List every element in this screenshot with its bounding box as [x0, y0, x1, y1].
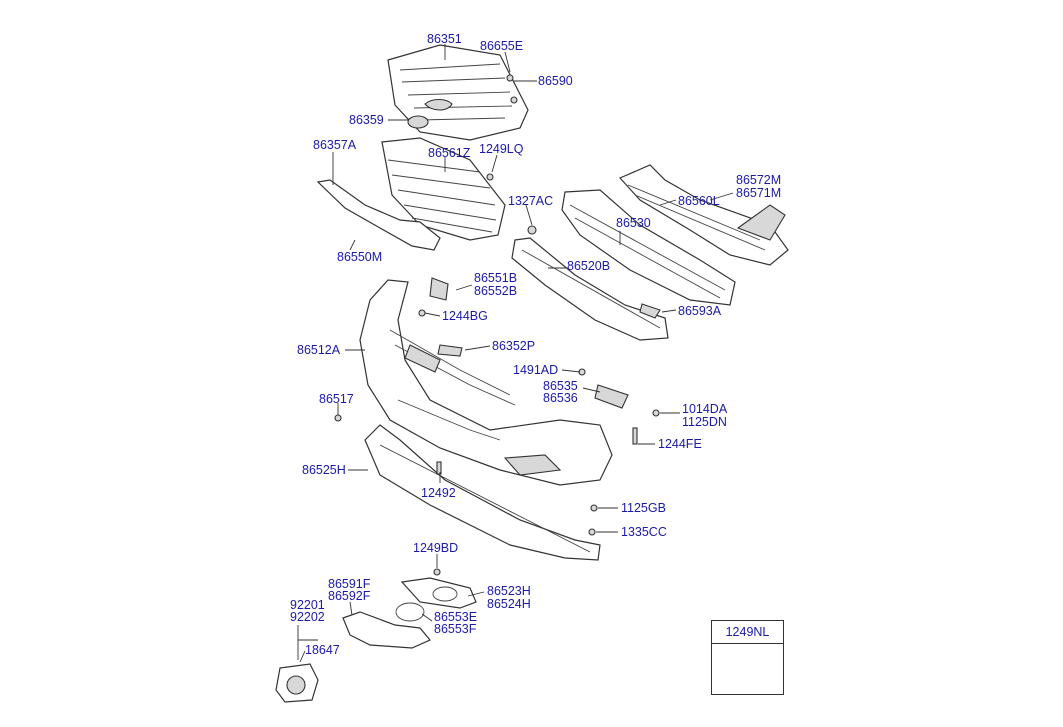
label-86571M: 86571M: [736, 186, 782, 200]
label-86359: 86359: [349, 113, 384, 127]
legend-title: 1249NL: [712, 621, 783, 644]
label-86560L: 86560L: [678, 194, 720, 208]
label-1249BD: 1249BD: [413, 541, 459, 555]
radiator-grille: [381, 137, 506, 241]
leader-lines: [297, 44, 734, 663]
label-86536: 86536: [543, 391, 578, 405]
legend-box: 1249NL: [711, 620, 784, 695]
fog-lamp-housing: [400, 577, 477, 609]
label-1125DN: 1125DN: [682, 415, 727, 429]
fog-lamp-assembly: [275, 663, 319, 703]
label-86553F: 86553F: [434, 622, 477, 636]
label-86590: 86590: [538, 74, 573, 88]
label-86550M: 86550M: [337, 250, 383, 264]
label-86525H: 86525H: [302, 463, 346, 477]
label-1244BG: 1244BG: [442, 309, 488, 323]
label-86551B: 86551B: [474, 271, 518, 285]
label-1249LQ: 1249LQ: [479, 142, 524, 156]
fog-lamp-bezel: [342, 602, 431, 649]
label-86357A: 86357A: [313, 138, 357, 152]
label-86512A: 86512A: [297, 343, 341, 357]
energy-absorber: [618, 164, 789, 266]
label-86524H: 86524H: [487, 597, 531, 611]
label-92201: 92201: [290, 598, 325, 612]
label-86523H: 86523H: [487, 584, 531, 598]
lower-reinforcement: [511, 237, 669, 341]
label-86592F: 86592F: [328, 589, 371, 603]
label-1014DA: 1014DA: [682, 402, 728, 416]
label-86517: 86517: [319, 392, 354, 406]
emblem: [407, 115, 429, 129]
bumper-beam: [561, 189, 736, 306]
label-1491AD: 1491AD: [513, 363, 559, 377]
lower-skid-plate: [364, 424, 601, 561]
label-86351: 86351: [427, 32, 462, 46]
fasteners: [334, 74, 661, 576]
label-1327AC: 1327AC: [508, 194, 554, 208]
label-86561Z: 86561Z: [428, 146, 471, 160]
label-12492: 12492: [421, 486, 456, 500]
label-86535: 86535: [543, 379, 578, 393]
label-86655E: 86655E: [480, 39, 524, 53]
label-86352P: 86352P: [492, 339, 536, 353]
label-1335CC: 1335CC: [621, 525, 667, 539]
label-86553E: 86553E: [434, 610, 478, 624]
label-86520B: 86520B: [567, 259, 611, 273]
label-1125GB: 1125GB: [621, 501, 666, 515]
label-86530: 86530: [616, 216, 651, 230]
label-92202: 92202: [290, 610, 325, 624]
label-1244FE: 1244FE: [658, 437, 702, 451]
label-86591F: 86591F: [328, 577, 371, 591]
label-18647: 18647: [305, 643, 340, 657]
label-86593A: 86593A: [678, 304, 722, 318]
label-86572M: 86572M: [736, 173, 782, 187]
label-86552B: 86552B: [474, 284, 518, 298]
front-bumper-cover: [359, 279, 613, 486]
grille-garnish: [316, 179, 441, 251]
